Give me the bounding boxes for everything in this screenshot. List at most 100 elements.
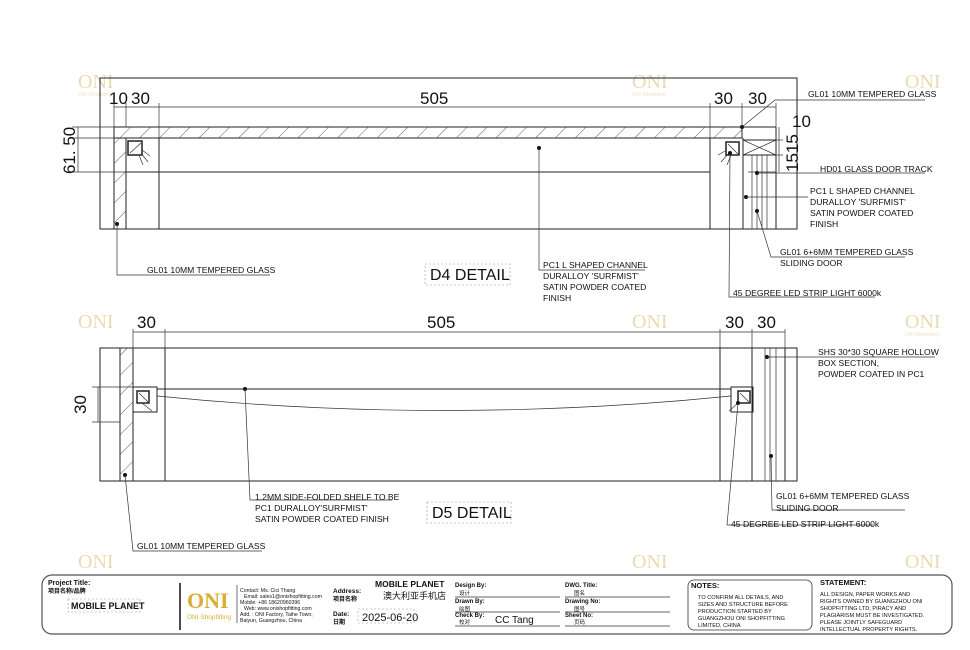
drawing-label: SATIN POWDER COATED FINISH bbox=[255, 514, 389, 524]
drawing-line bbox=[127, 140, 143, 156]
drawing-line bbox=[687, 579, 813, 631]
drawing-label: GL01 10MM TEMPERED GLASS bbox=[137, 541, 266, 551]
drawing-label: 1515 bbox=[783, 134, 802, 172]
drawing-label: Drawn By: bbox=[455, 599, 485, 605]
drawing-line bbox=[141, 402, 153, 412]
drawing-line bbox=[138, 392, 149, 403]
drawing-label: Design By: bbox=[455, 583, 486, 589]
drawing-label: GL01 6+6MM TEMPERED GLASS bbox=[776, 491, 910, 501]
drawing-line bbox=[756, 210, 905, 258]
drawing-line bbox=[742, 139, 777, 156]
drawing-label: ONI bbox=[632, 71, 668, 93]
d4-detail: 10 30 505 30 30 61. 50 10 1515 GL01 10MM… bbox=[60, 77, 937, 303]
watermarks: ONI ONI ONI ONI ONI ONI ONI ONI ONI ONI … bbox=[78, 71, 941, 573]
drawing-label: 10 bbox=[109, 89, 128, 108]
drawing-label: 45 DEGREE LED STRIP LIGHT 6000k bbox=[733, 288, 882, 298]
drawing-label: Baiyun, Guangzhou, China bbox=[240, 618, 302, 624]
drawing-label: 30 bbox=[725, 313, 744, 332]
drawing-line bbox=[424, 263, 511, 286]
drawing-label: 30 bbox=[137, 313, 156, 332]
drawing-label: INTELLECTUAL PROPERTY RIGHTS. bbox=[820, 627, 918, 633]
drawing-label: 30 bbox=[714, 89, 733, 108]
drawing-label: 项目名称 bbox=[333, 595, 357, 603]
drawing-label: PLEASE JOINTLY SAFEGUARD bbox=[820, 620, 902, 626]
drawing-line bbox=[730, 386, 754, 413]
drawing-label: SHOPFITTING LTD, PIRACY AND bbox=[820, 606, 906, 612]
drawing-label: ONI Shopfitting bbox=[905, 332, 939, 338]
drawing-label: 1.2MM SIDE-FOLDED SHELF TO BE bbox=[255, 492, 400, 502]
drawing-label: 图名 bbox=[574, 589, 585, 597]
drawing-line bbox=[739, 392, 750, 403]
drawing-label: ONI bbox=[905, 311, 941, 333]
drawing-line bbox=[726, 154, 732, 166]
drawing-label: TO CONFIRM ALL DETAILS, AND bbox=[698, 595, 783, 601]
d5-detail: 30 505 30 30 30 SHS 30*30 SQUARE HOLLOW … bbox=[71, 313, 940, 552]
drawing-label: PC1 L SHAPED CHANNEL bbox=[810, 186, 915, 196]
drawing-label: 页码 bbox=[574, 618, 586, 626]
drawing-label: 10 bbox=[792, 112, 811, 131]
drawing-line bbox=[141, 149, 151, 157]
drawing-label: ONI bbox=[632, 551, 668, 573]
drawing-label: Email: sales1@onishopfitting.com bbox=[244, 594, 322, 600]
drawing-line bbox=[132, 386, 158, 413]
drawing-label: ONI bbox=[78, 71, 114, 93]
drawing-label: SIZES AND STRUCTURE BEFORE bbox=[698, 602, 788, 608]
drawing-line bbox=[728, 402, 739, 412]
drawing-label: ONI bbox=[905, 551, 941, 573]
drawing-label: RIGHTS OWNED BY GUANGZHOU ONI bbox=[820, 599, 923, 605]
drawing-label: PC1 DURALLOY'SURFMIST' bbox=[255, 503, 368, 513]
drawing-label: Check By: bbox=[455, 613, 484, 619]
drawing-line bbox=[737, 390, 751, 404]
drawing-label: HD01 GLASS DOOR TRACK bbox=[820, 164, 933, 174]
oni-logo: ONI bbox=[187, 588, 229, 613]
drawing-label: ONI bbox=[78, 551, 114, 573]
drawing-line bbox=[124, 474, 262, 552]
drawing-label: 30 bbox=[131, 89, 150, 108]
drawing-line bbox=[129, 142, 142, 154]
drawing-label: GUANGZHOU ONI SHOPFITTING bbox=[698, 616, 785, 622]
drawing-label: 设计 bbox=[459, 589, 471, 597]
drawing-line bbox=[113, 137, 127, 230]
drawing-line bbox=[725, 141, 740, 156]
drawing-label: DURALLOY 'SURFMIST' bbox=[810, 197, 906, 207]
drawing-label: SLIDING DOOR bbox=[776, 503, 839, 513]
drawing-line bbox=[113, 126, 743, 139]
drawing-line bbox=[156, 395, 732, 411]
drawing-line bbox=[99, 347, 798, 482]
date-value: 2025-06-20 bbox=[362, 612, 418, 624]
drawing-label: GL01 6+6MM TEMPERED GLASS bbox=[780, 247, 914, 257]
drawing-line bbox=[770, 455, 905, 511]
drawing-label: ALL DESIGN, PAPER WORKS AND bbox=[820, 592, 910, 598]
drawing-line bbox=[357, 608, 415, 624]
drawing-label: PC1 L SHAPED CHANNEL bbox=[543, 260, 648, 270]
project-title: MOBILE PLANET bbox=[71, 601, 145, 611]
drawing-label: BOX SECTION, bbox=[818, 358, 879, 368]
drawing-label: 30 bbox=[757, 313, 776, 332]
drawing-label: FINISH bbox=[543, 293, 571, 303]
drawing-label: Contact: Ms. Cici Thang bbox=[240, 588, 295, 594]
drawing-label: 61. 50 bbox=[60, 127, 79, 174]
drawing-label: PLAGIARISM MUST BE INVESTIGATED. bbox=[820, 613, 925, 619]
drawing-label: FINISH bbox=[810, 219, 838, 229]
drawing-line bbox=[244, 388, 392, 501]
drawing-line bbox=[717, 149, 728, 156]
drawing-line bbox=[538, 148, 645, 271]
drawing-label: SATIN POWDER COATED bbox=[810, 208, 913, 218]
drawing-label: Project Title: bbox=[48, 580, 90, 587]
drawing-label: SHS 30*30 SQUARE HOLLOW bbox=[818, 347, 940, 357]
drawing-line bbox=[138, 154, 144, 166]
drawing-line bbox=[726, 402, 873, 526]
drawing-label: 505 bbox=[420, 89, 448, 108]
drawing-label: 图号 bbox=[574, 605, 586, 613]
drawing-label: NOTES: bbox=[691, 581, 719, 590]
drawing-label: 日期 bbox=[333, 618, 345, 626]
drawing-label: 45 DEGREE LED STRIP LIGHT 6000k bbox=[731, 519, 880, 529]
drawing-label: GL01 10MM TEMPERED GLASS bbox=[147, 265, 276, 275]
d4-title: D4 DETAIL bbox=[430, 267, 510, 284]
address-value: MOBILE PLANET bbox=[375, 579, 445, 589]
drawing-label: DURALLOY 'SURFMIST' bbox=[543, 271, 639, 281]
drawing-line bbox=[116, 224, 270, 276]
drawing-line bbox=[727, 143, 739, 155]
drawing-label: GL01 10MM TEMPERED GLASS bbox=[808, 89, 937, 99]
